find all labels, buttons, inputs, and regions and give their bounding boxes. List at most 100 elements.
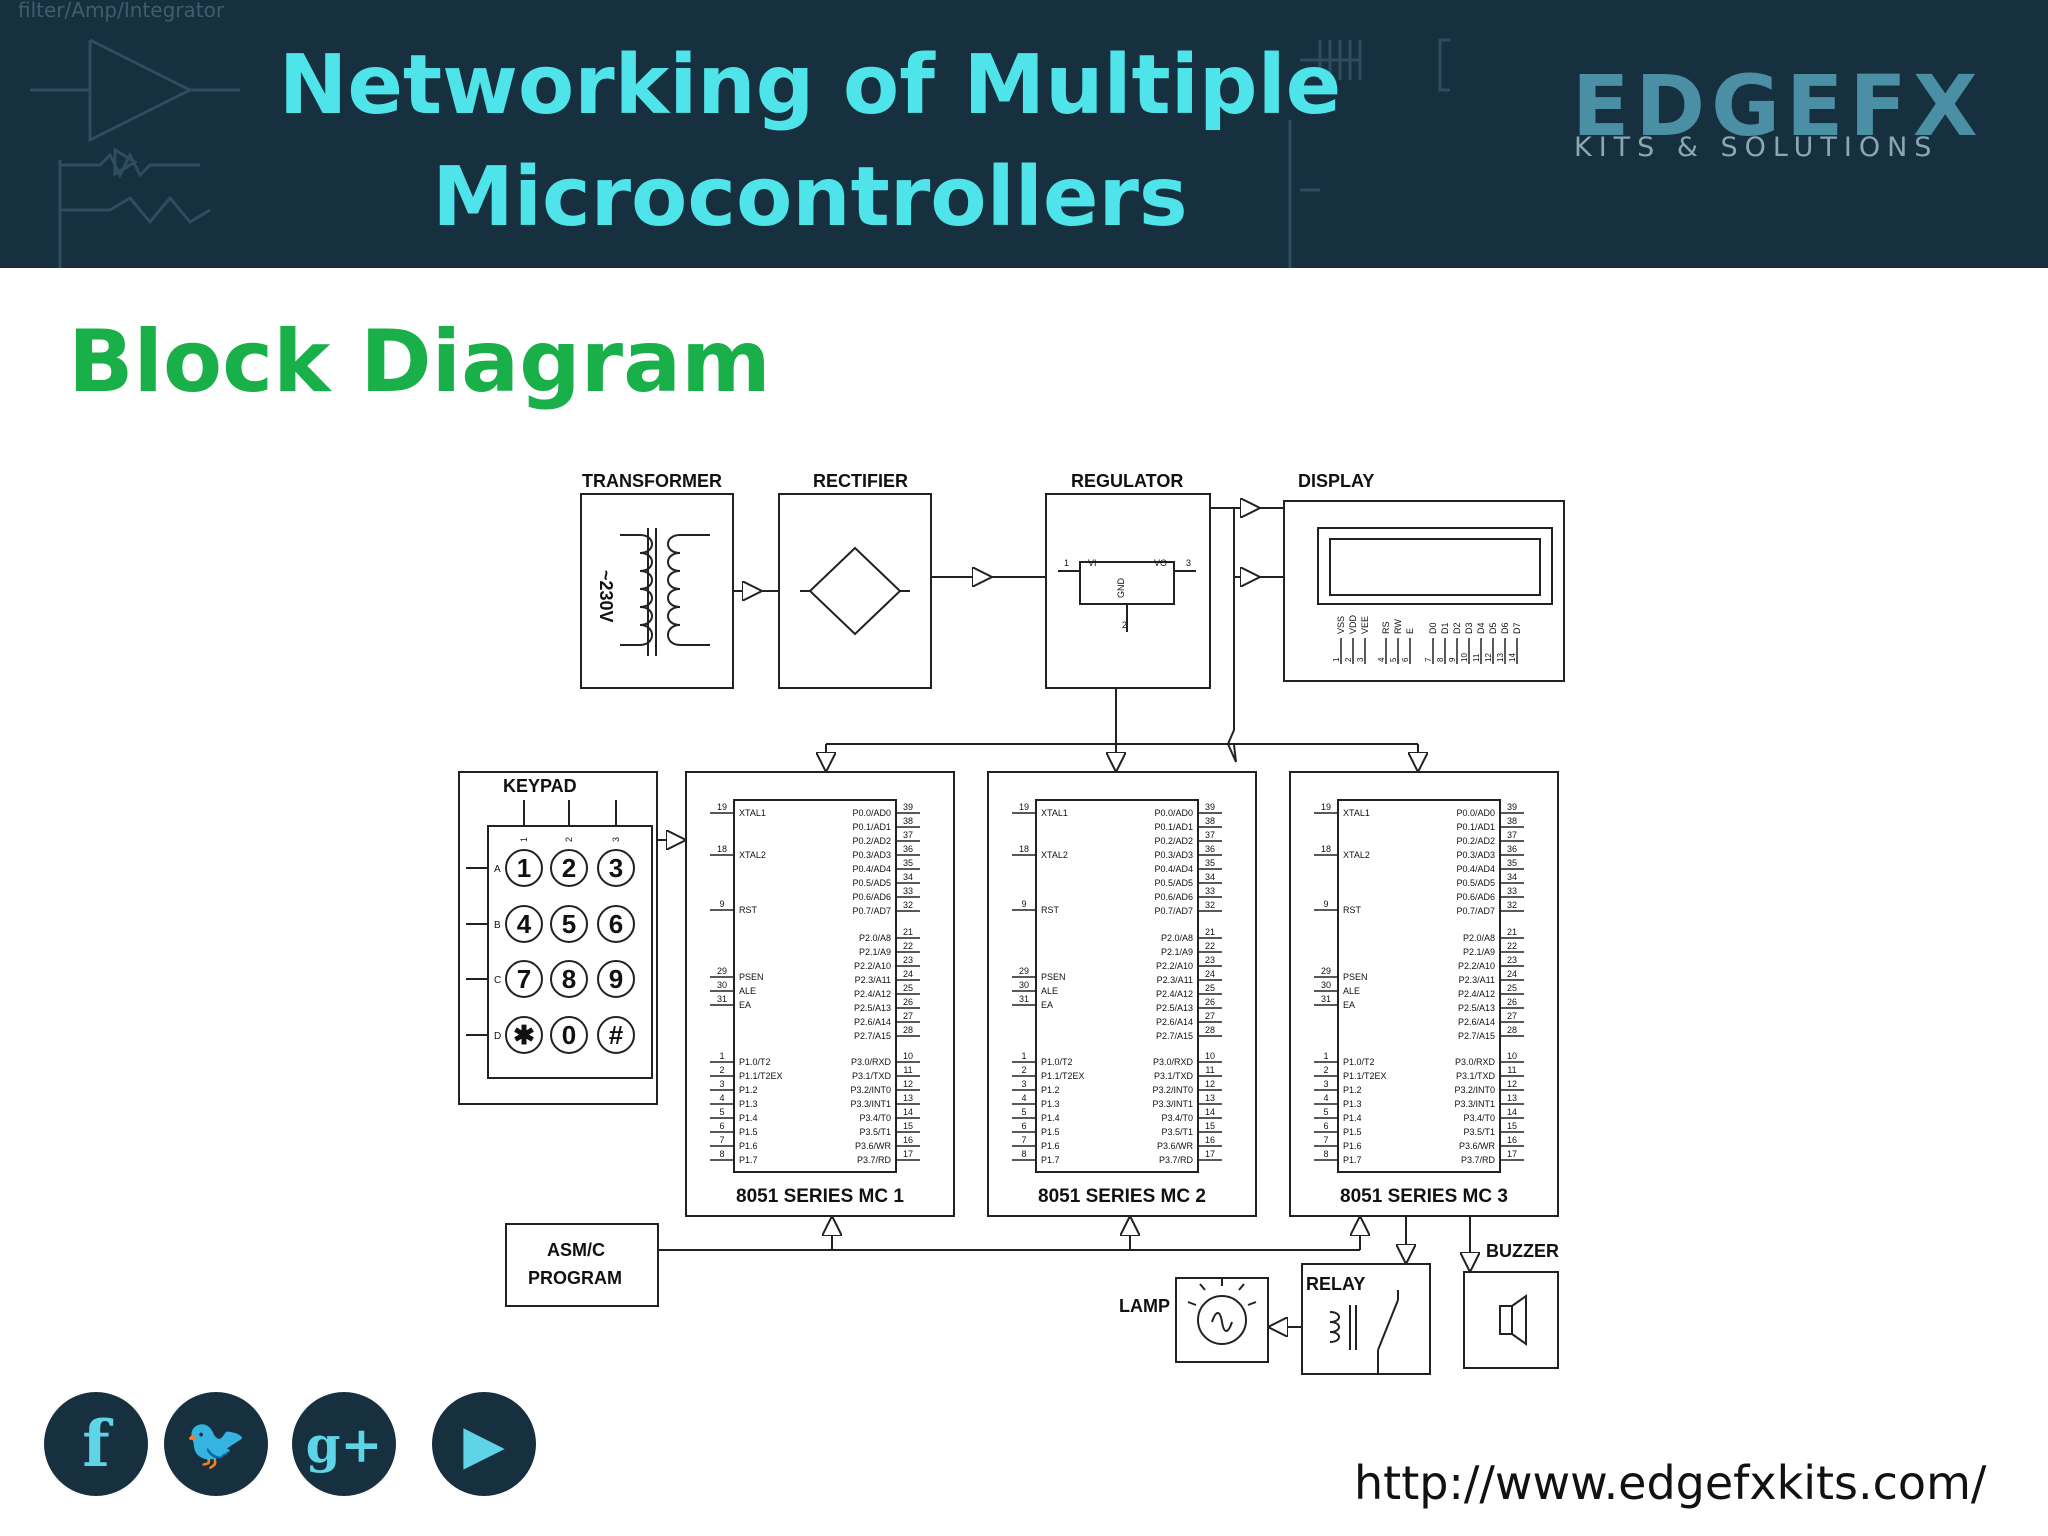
- mc-left-pin-number: 29: [717, 966, 727, 976]
- mc-label: 8051 SERIES MC 1: [736, 1186, 904, 1207]
- mc-right-pin-name: P2.5/A13: [854, 1003, 891, 1013]
- mc-left-pin-number: 19: [1321, 802, 1331, 812]
- regulator-pin-vi: VI: [1088, 558, 1097, 568]
- mc-chips: 19XTAL118XTAL29RST29PSEN30ALE31EA1P1.0/T…: [710, 799, 1524, 1207]
- mc-right-pin-number: 14: [1205, 1107, 1215, 1117]
- mc-right-pin-number: 17: [1507, 1149, 1517, 1159]
- mc-right-pin-number: 16: [1507, 1135, 1517, 1145]
- keypad-key-label: 1: [517, 853, 531, 883]
- display-pin-name: RS: [1381, 621, 1391, 634]
- mc-left-pin-number: 6: [719, 1121, 724, 1131]
- mc-left-pin-name: PSEN: [739, 972, 764, 982]
- mc-right-pin-name: P2.7/A15: [1458, 1031, 1495, 1041]
- mc-right-pin-number: 28: [903, 1025, 913, 1035]
- display-pin-number: 6: [1401, 657, 1410, 662]
- keypad-key-label: 2: [562, 853, 576, 883]
- mc-right-pin-number: 22: [1205, 941, 1215, 951]
- keypad-key: [505, 960, 543, 998]
- mc-left-pin-name: P1.1/T2EX: [1343, 1071, 1387, 1081]
- mc-right-pin-number: 24: [1205, 969, 1215, 979]
- mc-right-pin-number: 21: [1507, 927, 1517, 937]
- mc-left-pin-name: P1.6: [739, 1141, 758, 1151]
- facebook-icon[interactable]: f: [44, 1392, 148, 1496]
- mc-right-pin-name: P0.7/AD7: [852, 906, 891, 916]
- mc-right-pin-number: 36: [1205, 844, 1215, 854]
- mc-right-pin-number: 24: [1507, 969, 1517, 979]
- mc-right-pin-number: 13: [1507, 1093, 1517, 1103]
- mc-right-pin-number: 14: [903, 1107, 913, 1117]
- mc-left-pin-number: 7: [1021, 1135, 1026, 1145]
- mc-left-pin-number: 3: [1323, 1079, 1328, 1089]
- mc-right-pin-number: 36: [1507, 844, 1517, 854]
- regulator-pin-2: 2: [1122, 620, 1127, 630]
- mc-right-pin-name: P2.5/A13: [1156, 1003, 1193, 1013]
- mc-right-pin-name: P2.2/A10: [1458, 961, 1495, 971]
- mc-left-pin-name: XTAL2: [1041, 850, 1068, 860]
- mc-right-pin-number: 32: [1205, 900, 1215, 910]
- mc-right-pin-number: 16: [903, 1135, 913, 1145]
- mc-right-pin-name: P2.4/A12: [854, 989, 891, 999]
- mc-left-pin-number: 6: [1323, 1121, 1328, 1131]
- mc-left-pin-number: 6: [1021, 1121, 1026, 1131]
- mc-right-pin-name: P3.5/T1: [1463, 1127, 1495, 1137]
- header-banner: filter/Amp/Integrator Networking of Mult…: [0, 0, 2048, 268]
- display-pin-name: D4: [1476, 622, 1486, 634]
- rectifier-label: RECTIFIER: [813, 471, 908, 491]
- mc-left-pin-number: 4: [1323, 1093, 1328, 1103]
- mc-left-pin-number: 31: [1019, 994, 1029, 1004]
- mc-right-pin-name: P0.1/AD1: [1154, 822, 1193, 832]
- keypad-key: [597, 960, 635, 998]
- relay-block: [1301, 1263, 1431, 1375]
- mc-right-pin-name: P3.6/WR: [1157, 1141, 1194, 1151]
- mc-left-pin-number: 5: [1323, 1107, 1328, 1117]
- twitter-icon[interactable]: 🐦: [164, 1392, 268, 1496]
- mc-right-pin-name: P3.6/WR: [855, 1141, 892, 1151]
- mc-right-pin-name: P3.2/INT0: [1454, 1085, 1495, 1095]
- display-pin-number: 5: [1389, 657, 1398, 662]
- mc-right-pin-name: P2.7/A15: [1156, 1031, 1193, 1041]
- lamp-label: LAMP: [1119, 1296, 1170, 1316]
- mc-right-pin-number: 11: [903, 1065, 912, 1075]
- program-label-line2: PROGRAM: [528, 1268, 622, 1288]
- mc-left-pin-name: XTAL1: [1343, 808, 1370, 818]
- mc-right-pin-name: P3.2/INT0: [850, 1085, 891, 1095]
- mc-left-pin-name: P1.1/T2EX: [1041, 1071, 1085, 1081]
- mc-left-pin-name: RST: [1343, 905, 1362, 915]
- mc-right-pin-number: 26: [1205, 997, 1215, 1007]
- mc-right-pin-number: 38: [1205, 816, 1215, 826]
- mc-right-pin-name: P0.7/AD7: [1154, 906, 1193, 916]
- mc-right-pin-number: 34: [1205, 872, 1215, 882]
- play-icon[interactable]: ▶: [432, 1392, 536, 1496]
- header-caption: filter/Amp/Integrator: [18, 0, 225, 22]
- mc-left-pin-name: ALE: [739, 986, 756, 996]
- edgefx-logo: EDGEFX: [1572, 57, 1984, 155]
- display-label: DISPLAY: [1298, 471, 1374, 491]
- footer-url[interactable]: http://www.edgefxkits.com/: [1354, 1456, 1987, 1510]
- mc-right-pin-name: P0.3/AD3: [852, 850, 891, 860]
- display-pin-name: D5: [1488, 622, 1498, 634]
- mc-left-pin-number: 9: [1323, 899, 1328, 909]
- mc-left-pin-name: P1.7: [1041, 1155, 1060, 1165]
- mc-right-pin-name: P3.2/INT0: [1152, 1085, 1193, 1095]
- mc-right-pin-name: P0.5/AD5: [852, 878, 891, 888]
- mc-left-pin-number: 1: [719, 1051, 724, 1061]
- display-pin-name: D7: [1512, 622, 1522, 634]
- mc-left-pin-name: PSEN: [1343, 972, 1368, 982]
- regulator-ic: [1079, 561, 1175, 605]
- display-pin-name: RW: [1393, 619, 1403, 634]
- mc-left-pin-name: P1.4: [1041, 1113, 1060, 1123]
- display-pin-number: 14: [1508, 653, 1517, 662]
- transformer-voltage: ~230V: [596, 570, 616, 623]
- mc-left-pin-name: P1.5: [739, 1127, 758, 1137]
- mc-right-pin-number: 28: [1205, 1025, 1215, 1035]
- mc-left-pin-name: EA: [1041, 1000, 1053, 1010]
- mc-right-pin-number: 28: [1507, 1025, 1517, 1035]
- google-plus-icon[interactable]: g+: [292, 1392, 396, 1496]
- mc-right-pin-number: 15: [1205, 1121, 1215, 1131]
- mc-right-pin-number: 10: [1205, 1051, 1215, 1061]
- mc-right-pin-number: 26: [1507, 997, 1517, 1007]
- mc-right-pin-name: P3.3/INT1: [1454, 1099, 1495, 1109]
- mc-right-pin-name: P0.3/AD3: [1154, 850, 1193, 860]
- mc1-block: [685, 771, 955, 1217]
